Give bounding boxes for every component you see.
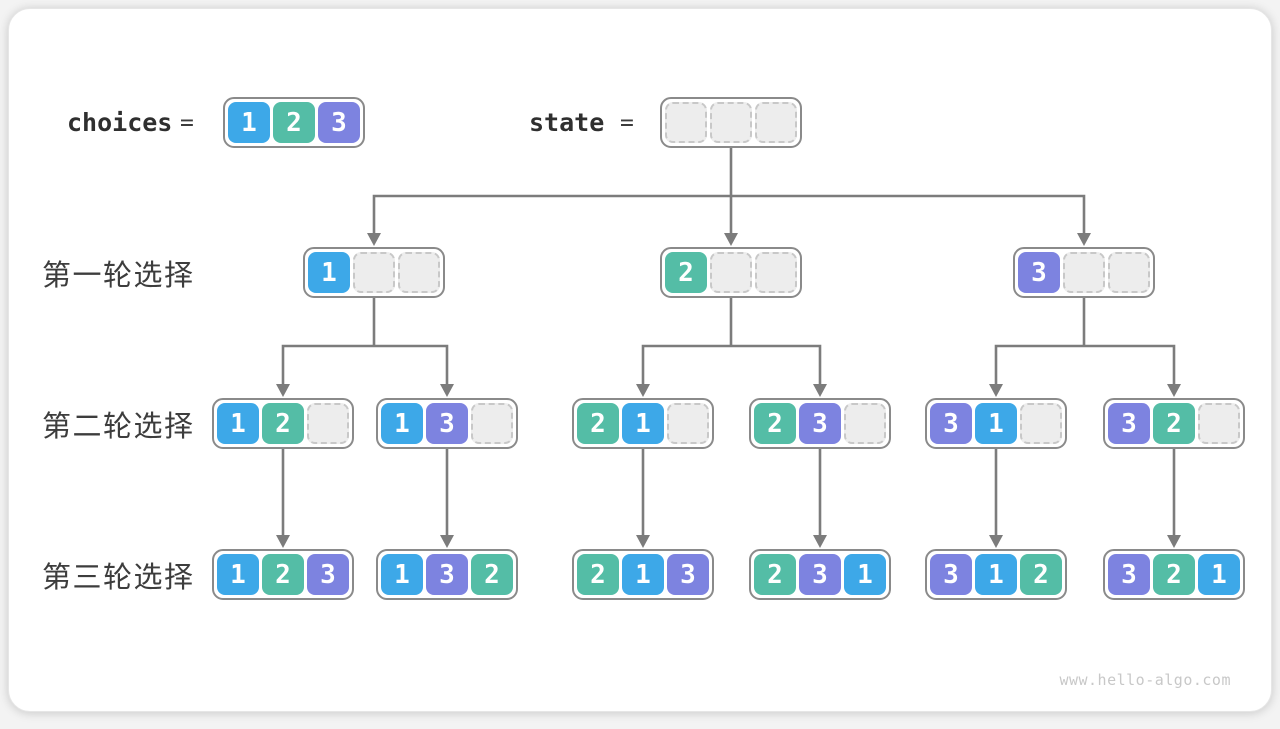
arrowhead-icon bbox=[636, 384, 650, 397]
state-box-round1-2: 2 bbox=[660, 247, 802, 298]
tree-connectors-layer bbox=[276, 148, 1181, 548]
tile-3: 3 bbox=[1108, 554, 1150, 595]
state-label: state bbox=[529, 108, 605, 137]
tile-3: 3 bbox=[307, 554, 349, 595]
tile-1: 1 bbox=[975, 403, 1017, 444]
tile-2: 2 bbox=[754, 554, 796, 595]
tile-3: 3 bbox=[426, 403, 468, 444]
tile-3: 3 bbox=[318, 102, 360, 143]
tile-3: 3 bbox=[1108, 403, 1150, 444]
watermark-text: www.hello-algo.com bbox=[1059, 671, 1231, 689]
tile-1: 1 bbox=[622, 554, 664, 595]
arrowhead-icon bbox=[813, 535, 827, 548]
row-label-round-3: 第三轮选择 bbox=[42, 561, 195, 594]
tile-2: 2 bbox=[1153, 554, 1195, 595]
arrowhead-icon bbox=[276, 535, 290, 548]
tile-1: 1 bbox=[217, 403, 259, 444]
tile-1: 1 bbox=[381, 554, 423, 595]
arrowhead-icon bbox=[1167, 535, 1181, 548]
arrowhead-icon bbox=[989, 384, 1003, 397]
state-equals-sign: = bbox=[620, 109, 634, 136]
tile-3: 3 bbox=[426, 554, 468, 595]
tile-2: 2 bbox=[1153, 403, 1195, 444]
empty-slot bbox=[665, 102, 707, 143]
empty-slot bbox=[755, 102, 797, 143]
arrowhead-icon bbox=[989, 535, 1003, 548]
empty-slot bbox=[471, 403, 513, 444]
arrowhead-icon bbox=[440, 384, 454, 397]
tile-2: 2 bbox=[577, 554, 619, 595]
tile-2: 2 bbox=[262, 403, 304, 444]
arrowhead-icon bbox=[636, 535, 650, 548]
empty-slot bbox=[398, 252, 440, 293]
arrowhead-icon bbox=[724, 233, 738, 246]
tile-1: 1 bbox=[1198, 554, 1240, 595]
tile-2: 2 bbox=[754, 403, 796, 444]
arrowhead-icon bbox=[276, 384, 290, 397]
tile-1: 1 bbox=[975, 554, 1017, 595]
empty-slot bbox=[755, 252, 797, 293]
arrowhead-icon bbox=[813, 384, 827, 397]
tile-2: 2 bbox=[1020, 554, 1062, 595]
tile-2: 2 bbox=[471, 554, 513, 595]
choices-label: choices bbox=[67, 108, 173, 137]
state-array bbox=[660, 97, 802, 148]
tile-2: 2 bbox=[273, 102, 315, 143]
tile-3: 3 bbox=[930, 403, 972, 444]
empty-slot bbox=[1108, 252, 1150, 293]
tile-1: 1 bbox=[844, 554, 886, 595]
empty-slot bbox=[667, 403, 709, 444]
row-label-round-2: 第二轮选择 bbox=[42, 410, 195, 443]
empty-slot bbox=[710, 102, 752, 143]
empty-slot bbox=[1198, 403, 1240, 444]
tile-1: 1 bbox=[217, 554, 259, 595]
empty-slot bbox=[844, 403, 886, 444]
tile-2: 2 bbox=[665, 252, 707, 293]
tile-2: 2 bbox=[262, 554, 304, 595]
empty-slot bbox=[307, 403, 349, 444]
arrowhead-icon bbox=[1077, 233, 1091, 246]
empty-slot bbox=[1063, 252, 1105, 293]
tile-3: 3 bbox=[1018, 252, 1060, 293]
tile-3: 3 bbox=[799, 403, 841, 444]
arrowhead-icon bbox=[367, 233, 381, 246]
arrowhead-icon bbox=[440, 535, 454, 548]
tile-3: 3 bbox=[930, 554, 972, 595]
arrowhead-icon bbox=[1167, 384, 1181, 397]
state-box-round1-1: 1 bbox=[303, 247, 445, 298]
empty-slot bbox=[1020, 403, 1062, 444]
tile-3: 3 bbox=[799, 554, 841, 595]
tile-1: 1 bbox=[381, 403, 423, 444]
choices-equals-sign: = bbox=[180, 109, 194, 136]
empty-slot bbox=[710, 252, 752, 293]
tile-1: 1 bbox=[228, 102, 270, 143]
tile-2: 2 bbox=[577, 403, 619, 444]
tile-1: 1 bbox=[308, 252, 350, 293]
tile-1: 1 bbox=[622, 403, 664, 444]
tile-3: 3 bbox=[667, 554, 709, 595]
tree-edge-lines bbox=[281, 148, 1176, 535]
state-box-round1-3: 3 bbox=[1013, 247, 1155, 298]
empty-slot bbox=[353, 252, 395, 293]
row-label-round-1: 第一轮选择 bbox=[42, 259, 195, 292]
